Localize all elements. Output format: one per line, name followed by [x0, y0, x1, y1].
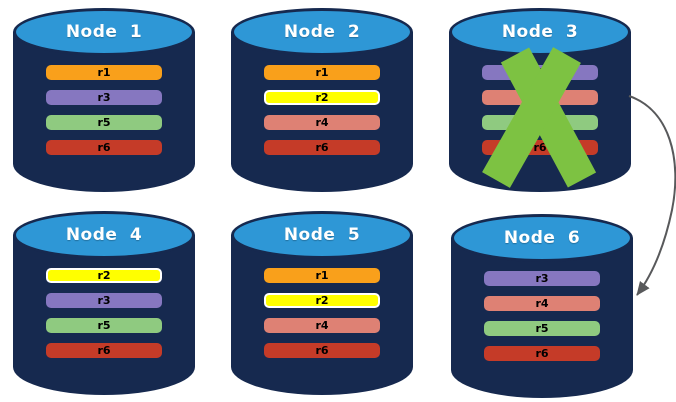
replica-bar: r6: [46, 140, 162, 155]
node-1-title: Node 1: [65, 22, 143, 42]
node-2-title: Node 2: [283, 22, 361, 42]
replica-bar: r5: [46, 115, 162, 130]
node-1-cylinder-top: Node 1: [13, 8, 195, 56]
node-3-cylinder-top: Node 3: [449, 8, 631, 56]
replica-bar: r2: [264, 293, 380, 308]
node-5-cylinder-body: [231, 235, 413, 395]
node-2-replicas: r1 r2 r4 r6: [231, 65, 413, 155]
replica-bar: r4: [264, 115, 380, 130]
node-6-title: Node 6: [503, 228, 581, 248]
replica-bar: r2: [264, 90, 380, 105]
node-6: Node 6 r3 r4 r5 r6: [451, 214, 633, 398]
replica-bar: r5: [482, 115, 598, 130]
node-1-replicas: r1 r3 r5 r6: [13, 65, 195, 155]
node-4-cylinder-top: Node 4: [13, 211, 195, 259]
node-6-cylinder-top: Node 6: [451, 214, 633, 262]
replica-bar: r5: [484, 321, 600, 336]
node-3: Node 3 r3 r4 r5 r6: [449, 8, 631, 192]
node-1: Node 1 r1 r3 r5 r6: [13, 8, 195, 192]
node-2-cylinder-top: Node 2: [231, 8, 413, 56]
node-3-replicas: r3 r4 r5 r6: [449, 65, 631, 155]
failover-arrow: [628, 95, 676, 296]
node-4-replicas: r2 r3 r5 r6: [13, 268, 195, 358]
node-4-cylinder-body: [13, 235, 195, 395]
replica-bar: r2: [46, 268, 162, 283]
replica-bar: r3: [46, 293, 162, 308]
node-2: Node 2 r1 r2 r4 r6: [231, 8, 413, 192]
node-3-title: Node 3: [501, 22, 579, 42]
replica-bar: r1: [264, 65, 380, 80]
node-4-title: Node 4: [65, 225, 143, 245]
node-5-replicas: r1 r2 r4 r6: [231, 268, 413, 358]
replica-bar: r4: [484, 296, 600, 311]
node-2-cylinder-body: [231, 32, 413, 192]
node-5: Node 5 r1 r2 r4 r6: [231, 211, 413, 395]
replica-bar: r6: [46, 343, 162, 358]
node-6-replicas: r3 r4 r5 r6: [451, 271, 633, 361]
node-5-title: Node 5: [283, 225, 361, 245]
replica-bar: r4: [264, 318, 380, 333]
replica-bar: r3: [46, 90, 162, 105]
node-5-cylinder-top: Node 5: [231, 211, 413, 259]
replica-bar: r1: [264, 268, 380, 283]
replica-bar: r4: [482, 90, 598, 105]
replica-bar: r6: [264, 140, 380, 155]
replica-bar: r6: [482, 140, 598, 155]
node-4: Node 4 r2 r3 r5 r6: [13, 211, 195, 395]
replica-bar: r6: [264, 343, 380, 358]
replica-bar: r3: [482, 65, 598, 80]
replica-bar: r1: [46, 65, 162, 80]
replica-bar: r6: [484, 346, 600, 361]
node-1-cylinder-body: [13, 32, 195, 192]
replica-bar: r5: [46, 318, 162, 333]
replica-bar: r3: [484, 271, 600, 286]
node-6-cylinder-body: [451, 238, 633, 398]
